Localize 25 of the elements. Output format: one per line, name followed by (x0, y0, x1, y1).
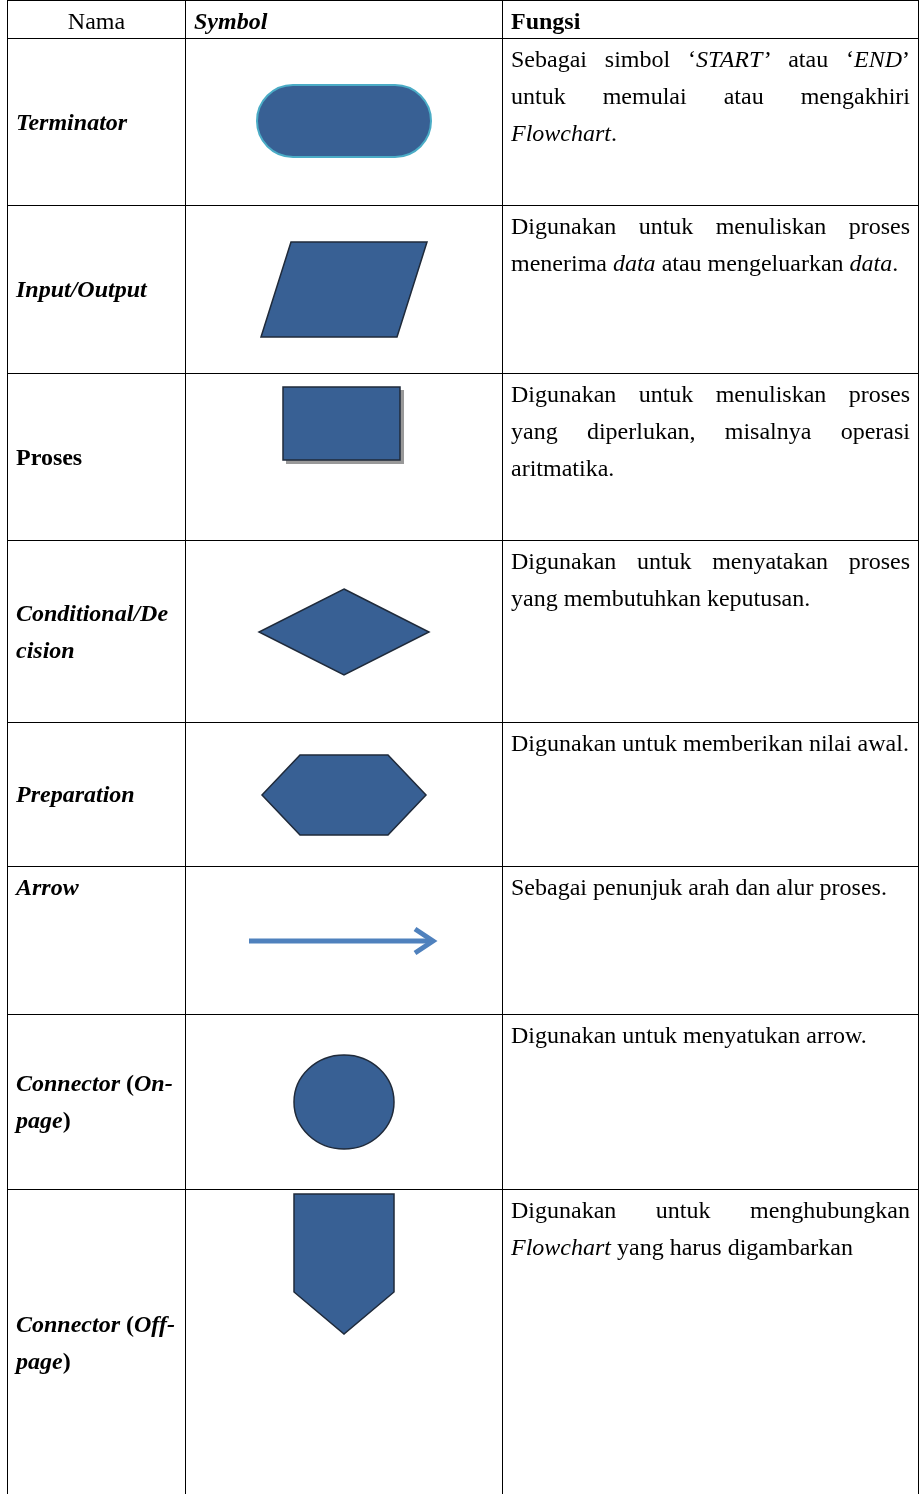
symbol-name: Proses (16, 442, 83, 472)
function-description: Digunakan untuk menyatukan arrow. (511, 1021, 868, 1050)
function-description: Digunakan untuk menuliskan proses menerima data atau mengeluarkan data. (511, 212, 910, 278)
function-description: Digunakan untuk menyatakan proses yang membutuhkan keputusan. (511, 547, 910, 613)
symbol-name: Preparation (16, 780, 135, 809)
symbol-name: Terminator (16, 107, 128, 137)
header-text: Nama (67, 7, 126, 36)
symbol-name: Connector (Off-page) (16, 1309, 176, 1376)
symbol-name: Input/Output (16, 275, 147, 304)
header-text: Symbol (194, 7, 268, 36)
function-description: Sebagai penunjuk arah dan alur proses. (511, 873, 888, 902)
function-description: Digunakan untuk menghubungkan Flowchart yang harus digambarkan (511, 1196, 910, 1262)
hexagon-symbol (260, 752, 428, 837)
diamond-symbol (257, 586, 431, 677)
function-description: Sebagai simbol ‘START’ atau ‘END’ untuk memulai atau mengakhiri Flowchart. (511, 45, 910, 148)
circle-symbol (292, 1053, 396, 1151)
parallelogram-symbol (259, 239, 429, 340)
symbol-name: Arrow (16, 873, 79, 902)
off-page-connector-symbol (292, 1192, 396, 1336)
header-text: Fungsi (511, 7, 581, 36)
symbol-name: Conditional/Decision (16, 598, 170, 665)
function-description: Digunakan untuk memberikan nilai awal. (511, 729, 910, 758)
function-description: Digunakan untuk menuliskan proses yang diperlukan, misalnya operasi aritmatika. (511, 380, 910, 483)
symbol-name: Connector (On-page) (16, 1069, 174, 1135)
rectangle-symbol (282, 386, 406, 466)
